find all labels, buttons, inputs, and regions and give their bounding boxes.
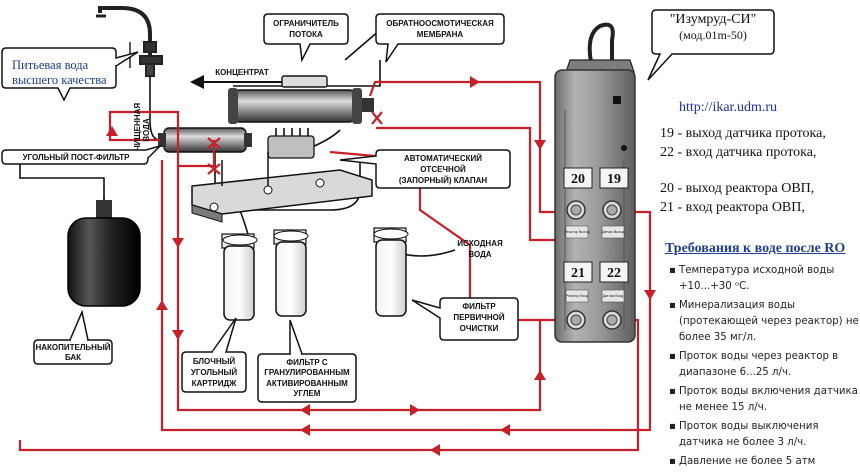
gac-filter-line2: ГРАНУЛИРОВАННЫМ <box>264 368 350 377</box>
concentrate-label: КОНЦЕНТРАТ <box>215 68 269 77</box>
requirement-item: Проток воды включения датчика не менее 1… <box>669 384 859 416</box>
legend-port-20: 20 - выход реактора ОВП, <box>660 181 815 196</box>
prefilter-cartridge <box>373 227 409 317</box>
requirement-item: Температура исходной воды +10...+30 ᵒС. <box>669 263 859 295</box>
source-water-line1: ИСХОДНАЯ <box>457 239 503 248</box>
block-carbon-cartridge <box>221 233 258 321</box>
drinking-water-bubble <box>1 47 139 102</box>
brand-model: (мод.01m-50) <box>679 28 747 42</box>
source-water-line2: ВОДА <box>468 250 491 259</box>
purified-water-line2: ВОДА <box>142 118 151 141</box>
callout-flow-limiter: ОГРАНИЧИТЕЛЬ ПОТОКА <box>263 13 349 63</box>
gac-filter-line4: УГЛЕМ <box>294 389 321 398</box>
block-carbon-line2: УГОЛЬНЫЙ <box>191 368 237 377</box>
port-21-caption: Реактор Вход <box>566 294 589 298</box>
callout-prefilter: ФИЛЬТР ПЕРВИЧНОЙ ОЧИСТКИ <box>411 297 519 341</box>
brand-name: "Изумруд-СИ" <box>669 12 757 27</box>
gac-filter-line1: ФИЛЬТР С <box>286 358 328 367</box>
prefilter-line2: ПЕРВИЧНОЙ <box>453 313 505 322</box>
requirement-item: Проток воды через реактор в диапазоне 6.… <box>669 349 859 381</box>
port-19-label: 19 <box>607 172 621 187</box>
legend-port-19: 19 - выход датчика протока, <box>660 126 826 141</box>
cut-marks <box>207 111 383 175</box>
concentrate-arrow-icon <box>190 75 328 89</box>
ro-membrane-housing <box>228 88 374 124</box>
purified-water-line1: ОЧИЩЕННАЯ <box>133 103 142 157</box>
shutoff-valve-line1: АВТОМАТИЧЕСКИЙ <box>404 154 482 163</box>
shutoff-valve-line3: (ЗАПОРНЫЙ) КЛАПАН <box>399 176 488 185</box>
callout-block-carbon: БЛОЧНЫЙ УГОЛЬНЫЙ КАРТРИДЖ <box>181 317 247 393</box>
port-22-caption: Датчик Вход <box>603 294 624 298</box>
gac-filter-line3: АКТИВИРОВАННЫМ <box>266 379 348 388</box>
port-21-label: 21 <box>571 266 585 281</box>
shutoff-valve-line2: ОТСЕЧНОЙ <box>420 165 466 174</box>
ro-membrane-line1: ОБРАТНООСМОТИЧЕСКАЯ <box>386 19 494 28</box>
storage-tank-line1: НАКОПИТЕЛЬНЫЙ <box>35 343 110 352</box>
mounting-bracket <box>191 152 373 223</box>
callout-shutoff-valve: АВТОМАТИЧЕСКИЙ ОТСЕЧНОЙ (ЗАПОРНЫЙ) КЛАПА… <box>339 149 511 189</box>
flow-limiter-line1: ОГРАНИЧИТЕЛЬ <box>273 19 339 28</box>
callout-ro-membrane: ОБРАТНООСМОТИЧЕСКАЯ МЕМБРАНА <box>375 13 505 63</box>
device-brand: "Изумруд-СИ" (мод.01m-50) <box>655 12 771 43</box>
port-small-labels: Реактор Выход Датчик Выход Реактор Вход … <box>564 230 625 298</box>
requirements-title: Требования к воде после RO <box>665 241 846 256</box>
orp-device <box>554 22 636 343</box>
flow-arrows <box>106 76 656 456</box>
flow-limiter-line2: ПОТОКА <box>289 30 323 39</box>
prefilter-line3: ОЧИСТКИ <box>460 324 499 333</box>
faucet-icon <box>96 6 163 77</box>
callout-storage-tank: НАКОПИТЕЛЬНЫЙ БАК <box>33 309 113 365</box>
drinking-water-line1: Питьевая вода <box>12 58 89 72</box>
source-water-label: ИСХОДНАЯ ВОДА <box>457 239 503 259</box>
block-carbon-line1: БЛОЧНЫЙ <box>193 357 236 366</box>
requirement-item: Давление не более 5 атм <box>669 454 859 470</box>
ro-membrane-line2: МЕМБРАНА <box>417 30 464 39</box>
storage-tank-line2: БАК <box>65 353 81 362</box>
requirement-item: Проток воды выключения датчика не более … <box>669 419 859 451</box>
purified-water-label: ОЧИЩЕННАЯ ВОДА <box>133 103 151 157</box>
port-legend: 19 - выход датчика протока, 22 - вход да… <box>660 124 826 217</box>
legend-port-22: 22 - вход датчика протока, <box>660 145 817 160</box>
website-url: http://ikar.udm.ru <box>679 100 777 115</box>
requirements-list: Температура исходной воды +10...+30 ᵒС. … <box>669 263 859 473</box>
legend-port-21: 21 - вход реактора ОВП, <box>660 200 805 215</box>
callout-carbon-post-filter: УГОЛЬНЫЙ ПОСТ-ФИЛЬТР <box>1 144 163 165</box>
port-20-label: 20 <box>571 172 585 187</box>
port-19-caption: Датчик Выход <box>601 230 625 234</box>
brand-bubble <box>647 9 775 81</box>
carbon-post-filter-label: УГОЛЬНЫЙ ПОСТ-ФИЛЬТР <box>23 153 130 162</box>
shutoff-valve <box>267 128 315 159</box>
prefilter-line1: ФИЛЬТР <box>462 302 496 311</box>
block-carbon-line3: КАРТРИДЖ <box>192 379 238 388</box>
port-numbers: 20 19 21 22 <box>571 172 621 281</box>
drinking-water-label: Питьевая вода высшего качества <box>12 58 107 88</box>
callout-gac-filter: ФИЛЬТР С ГРАНУЛИРОВАННЫМ АКТИВИРОВАННЫМ … <box>257 319 357 403</box>
storage-tank <box>67 200 141 307</box>
port-22-label: 22 <box>607 266 621 281</box>
requirement-item: Минерализация воды (протекающей через ре… <box>669 298 859 346</box>
gac-filter-cartridge <box>273 229 309 317</box>
port-20-caption: Реактор Выход <box>564 230 590 234</box>
carbon-post-filter <box>158 127 252 153</box>
drinking-water-line2: высшего качества <box>12 73 107 87</box>
